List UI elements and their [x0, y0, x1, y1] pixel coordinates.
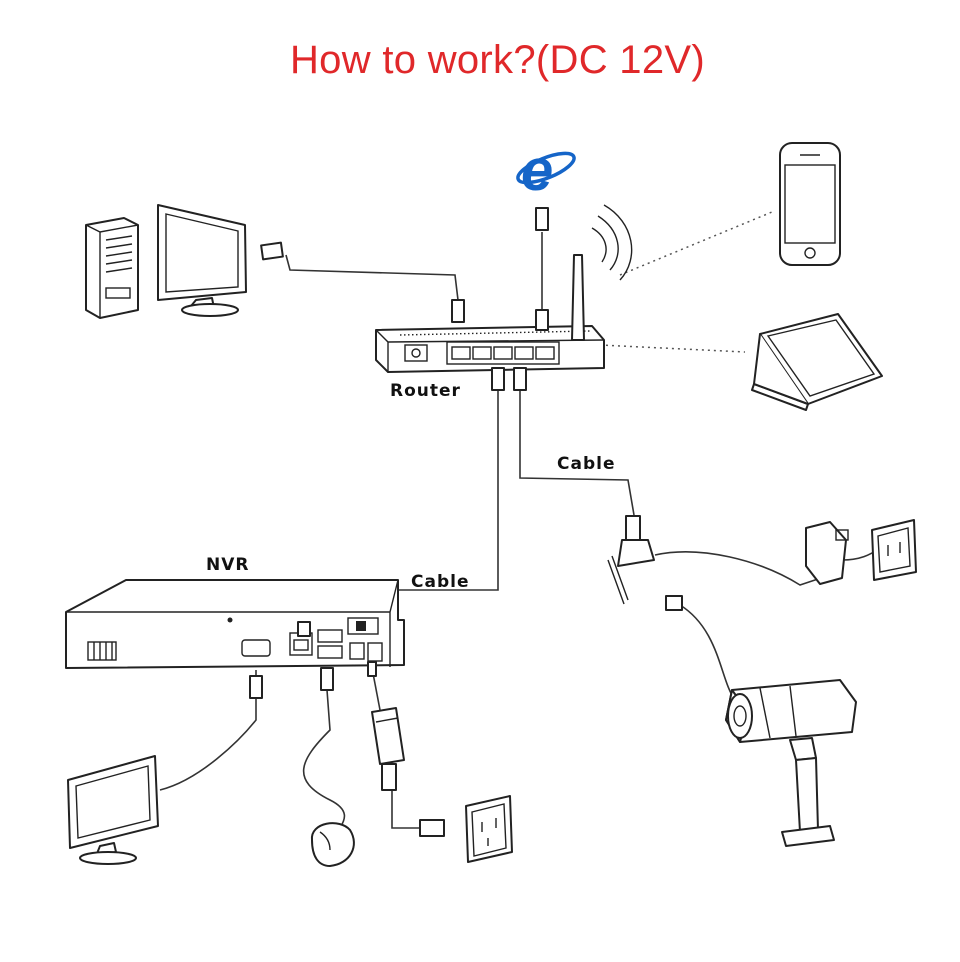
cable-nvr-monitor: [159, 670, 257, 791]
power-adapter-icon: [371, 707, 405, 791]
nvr-label: NVR: [206, 555, 250, 575]
router-plug-nvr: [491, 367, 505, 391]
router-plug-camera: [513, 367, 527, 391]
pc-plug: [260, 241, 284, 261]
cable-adapter-socket: [391, 790, 420, 829]
router-icon: [375, 204, 633, 373]
power-plug-icon: [805, 521, 849, 585]
nvr-plug-lan: [297, 621, 311, 637]
mouse-icon: [310, 822, 355, 867]
adapter-plug: [419, 819, 445, 837]
cable-label-camera: Cable: [557, 454, 616, 474]
svg-text:e: e: [521, 138, 553, 203]
diagram-title: How to work?(DC 12V): [289, 38, 705, 82]
smartphone-icon: [779, 142, 841, 266]
cable-pc-router: [285, 254, 459, 301]
cable-router-camera: [519, 390, 635, 516]
router-plug-pc: [451, 299, 465, 323]
monitor-icon-top: [157, 204, 247, 317]
cable-to-camera: [679, 604, 736, 701]
cable-nvr-mouse: [302, 689, 346, 829]
wifi-link-phone: [619, 211, 773, 276]
laptop-icon: [751, 313, 883, 411]
wifi-link-laptop: [599, 344, 746, 353]
camera-splitter: [607, 515, 683, 611]
nvr-plug-vga: [249, 675, 263, 699]
nvr-plug-dc: [367, 661, 377, 677]
nvr-icon: [65, 579, 405, 669]
wall-socket-icon-right: [871, 519, 917, 581]
cable-camera-power: [654, 551, 831, 586]
internet-explorer-icon: e: [516, 138, 576, 203]
monitor-icon: [67, 755, 159, 865]
router-label: Router: [390, 381, 461, 401]
nvr-plug-usb: [320, 667, 334, 691]
router-plug-internet: [535, 309, 549, 331]
desktop-pc-icon: [85, 217, 139, 319]
internet-plug: [535, 207, 549, 231]
cable-label-nvr: Cable: [411, 572, 470, 592]
wall-socket-icon: [465, 795, 513, 863]
bullet-camera-icon: [725, 679, 857, 847]
cables: [159, 232, 881, 829]
